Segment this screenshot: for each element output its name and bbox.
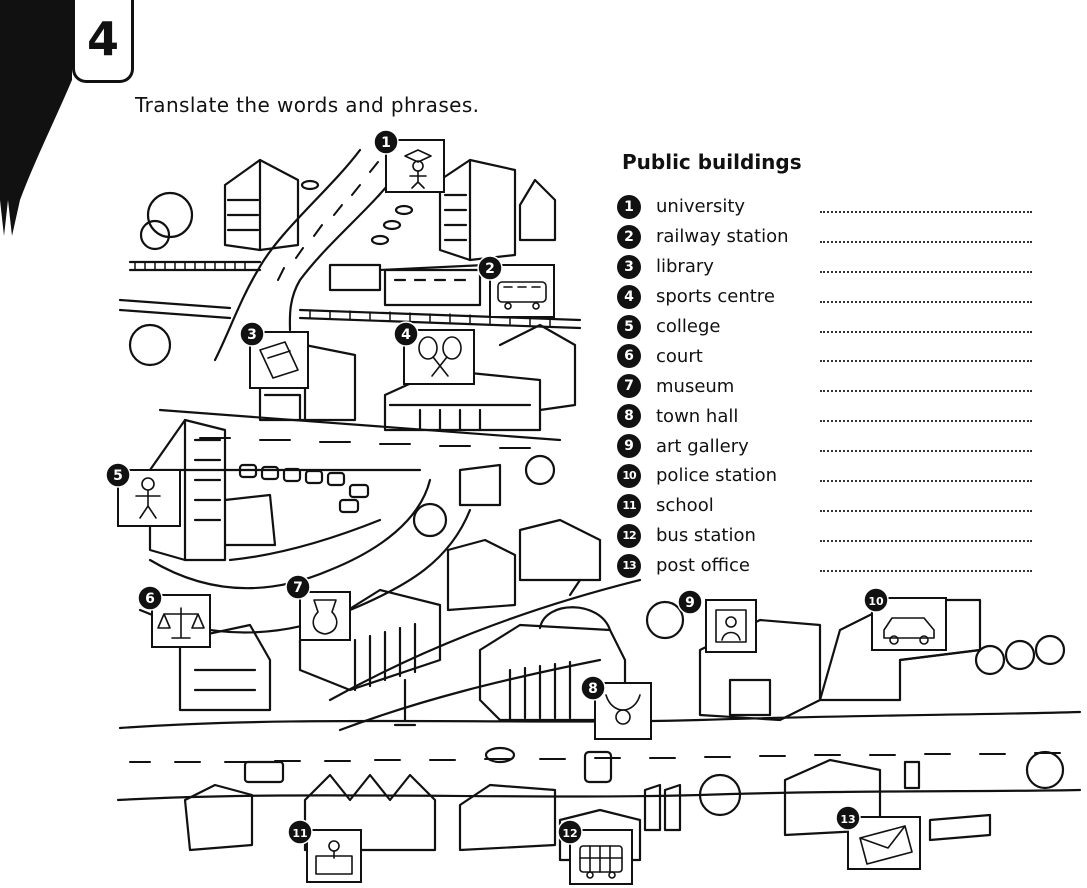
- vocab-word: railway station: [656, 226, 789, 248]
- vocab-item: 2 railway station: [617, 222, 1037, 252]
- map-marker-13: [835, 805, 861, 831]
- vocab-word: town hall: [656, 405, 739, 427]
- vocab-word: college: [656, 316, 721, 337]
- translation-blank[interactable]: [820, 539, 1032, 542]
- vocab-number: 3: [617, 254, 641, 279]
- graduate-icon: [404, 149, 432, 189]
- map-marker-4: [393, 321, 419, 347]
- map-marker-2: [477, 255, 503, 281]
- map-marker-label: 11: [292, 827, 307, 840]
- map-marker-10: [863, 587, 889, 613]
- bus-icon: [579, 845, 623, 879]
- map-marker-label: 3: [247, 327, 257, 343]
- translation-blank[interactable]: [820, 450, 1032, 453]
- vocab-number: 7: [617, 374, 641, 399]
- translation-blank[interactable]: [820, 300, 1032, 303]
- vocab-word: post office: [656, 555, 750, 577]
- instruction-text: Translate the words and phrases.: [135, 93, 480, 117]
- vocab-word: sports centre: [656, 286, 775, 308]
- vocab-word: museum: [656, 375, 735, 397]
- police-car-icon: [883, 617, 935, 645]
- vocab-item: 3 library: [617, 252, 1037, 282]
- vocab-number: 9: [617, 434, 641, 459]
- map-marker-label: 4: [401, 327, 411, 343]
- vocab-item: 10 police station: [617, 461, 1037, 491]
- vocab-word: school: [656, 495, 714, 517]
- exercise-number: 4: [86, 12, 119, 66]
- vocab-number: 6: [617, 344, 641, 369]
- translation-blank[interactable]: [820, 420, 1032, 423]
- translation-blank[interactable]: [820, 211, 1032, 213]
- map-marker-12: [557, 819, 583, 845]
- map-marker-label: 1: [381, 135, 391, 151]
- translation-blank[interactable]: [820, 509, 1032, 512]
- portrait-icon: [715, 609, 747, 643]
- vocab-word: university: [656, 196, 746, 218]
- vocab-word: court: [656, 345, 703, 367]
- translation-blank[interactable]: [820, 569, 1032, 572]
- vocab-number: 1: [617, 194, 641, 219]
- vocab-word: art gallery: [656, 435, 749, 457]
- envelope-icon: [859, 825, 913, 865]
- vocab-word: library: [656, 256, 714, 278]
- student-icon: [135, 477, 161, 519]
- exercise-number-box: 4: [72, 0, 134, 83]
- map-marker-7: [285, 574, 311, 600]
- map-marker-6: [137, 585, 163, 611]
- map-marker-label: 5: [113, 468, 123, 484]
- vocab-item: 9 art gallery: [617, 431, 1037, 461]
- vocab-item: 5 college: [617, 312, 1037, 342]
- map-marker-label: 2: [485, 261, 495, 277]
- vocab-number: 8: [617, 404, 641, 429]
- translation-blank[interactable]: [820, 270, 1032, 273]
- map-marker-8: [580, 675, 606, 701]
- map-marker-label: 8: [588, 681, 598, 697]
- vocab-item: 12 bus station: [617, 521, 1037, 551]
- vocab-number: 10: [617, 463, 641, 488]
- vocab-word: bus station: [656, 525, 756, 547]
- teacher-icon: [315, 840, 353, 875]
- translation-blank[interactable]: [820, 480, 1032, 483]
- map-marker-3: [239, 321, 265, 347]
- vocab-item: 6 court: [617, 341, 1037, 371]
- section-title: Public buildings: [622, 150, 802, 174]
- vocab-item: 11 school: [617, 491, 1037, 521]
- map-marker-5: [105, 462, 131, 488]
- vocab-number: 13: [617, 553, 641, 578]
- map-marker-1: [373, 129, 399, 155]
- vocab-item: 4 sports centre: [617, 282, 1037, 312]
- translation-blank[interactable]: [820, 390, 1032, 393]
- vocab-number: 5: [617, 314, 641, 339]
- mayor-chain-icon: [605, 694, 641, 725]
- scales-icon: [157, 607, 205, 639]
- translation-blank[interactable]: [820, 330, 1032, 333]
- rackets-icon: [418, 336, 462, 377]
- map-marker-label: 7: [293, 580, 303, 596]
- map-marker-label: 9: [685, 595, 695, 611]
- vocab-number: 4: [617, 284, 641, 309]
- map-marker-label: 6: [145, 591, 155, 607]
- vocab-item: 13 post office: [617, 551, 1037, 581]
- translation-blank[interactable]: [820, 360, 1032, 363]
- train-icon: [497, 281, 547, 310]
- corner-decoration: [0, 0, 72, 236]
- translation-blank[interactable]: [820, 240, 1032, 243]
- vocab-item: 1 university: [617, 192, 1037, 222]
- map-marker-label: 13: [840, 813, 855, 826]
- vase-icon: [312, 599, 338, 635]
- map-marker-11: [287, 819, 313, 845]
- vocab-item: 8 town hall: [617, 401, 1037, 431]
- vocab-number: 2: [617, 224, 641, 249]
- map-marker-label: 12: [562, 827, 577, 840]
- vocab-word: police station: [656, 465, 778, 487]
- map-marker-9: [677, 589, 703, 615]
- vocab-item: 7 museum: [617, 371, 1037, 401]
- vocab-number: 11: [617, 493, 641, 518]
- books-icon: [259, 341, 299, 379]
- vocab-number: 12: [617, 523, 641, 548]
- map-marker-label: 10: [868, 595, 884, 608]
